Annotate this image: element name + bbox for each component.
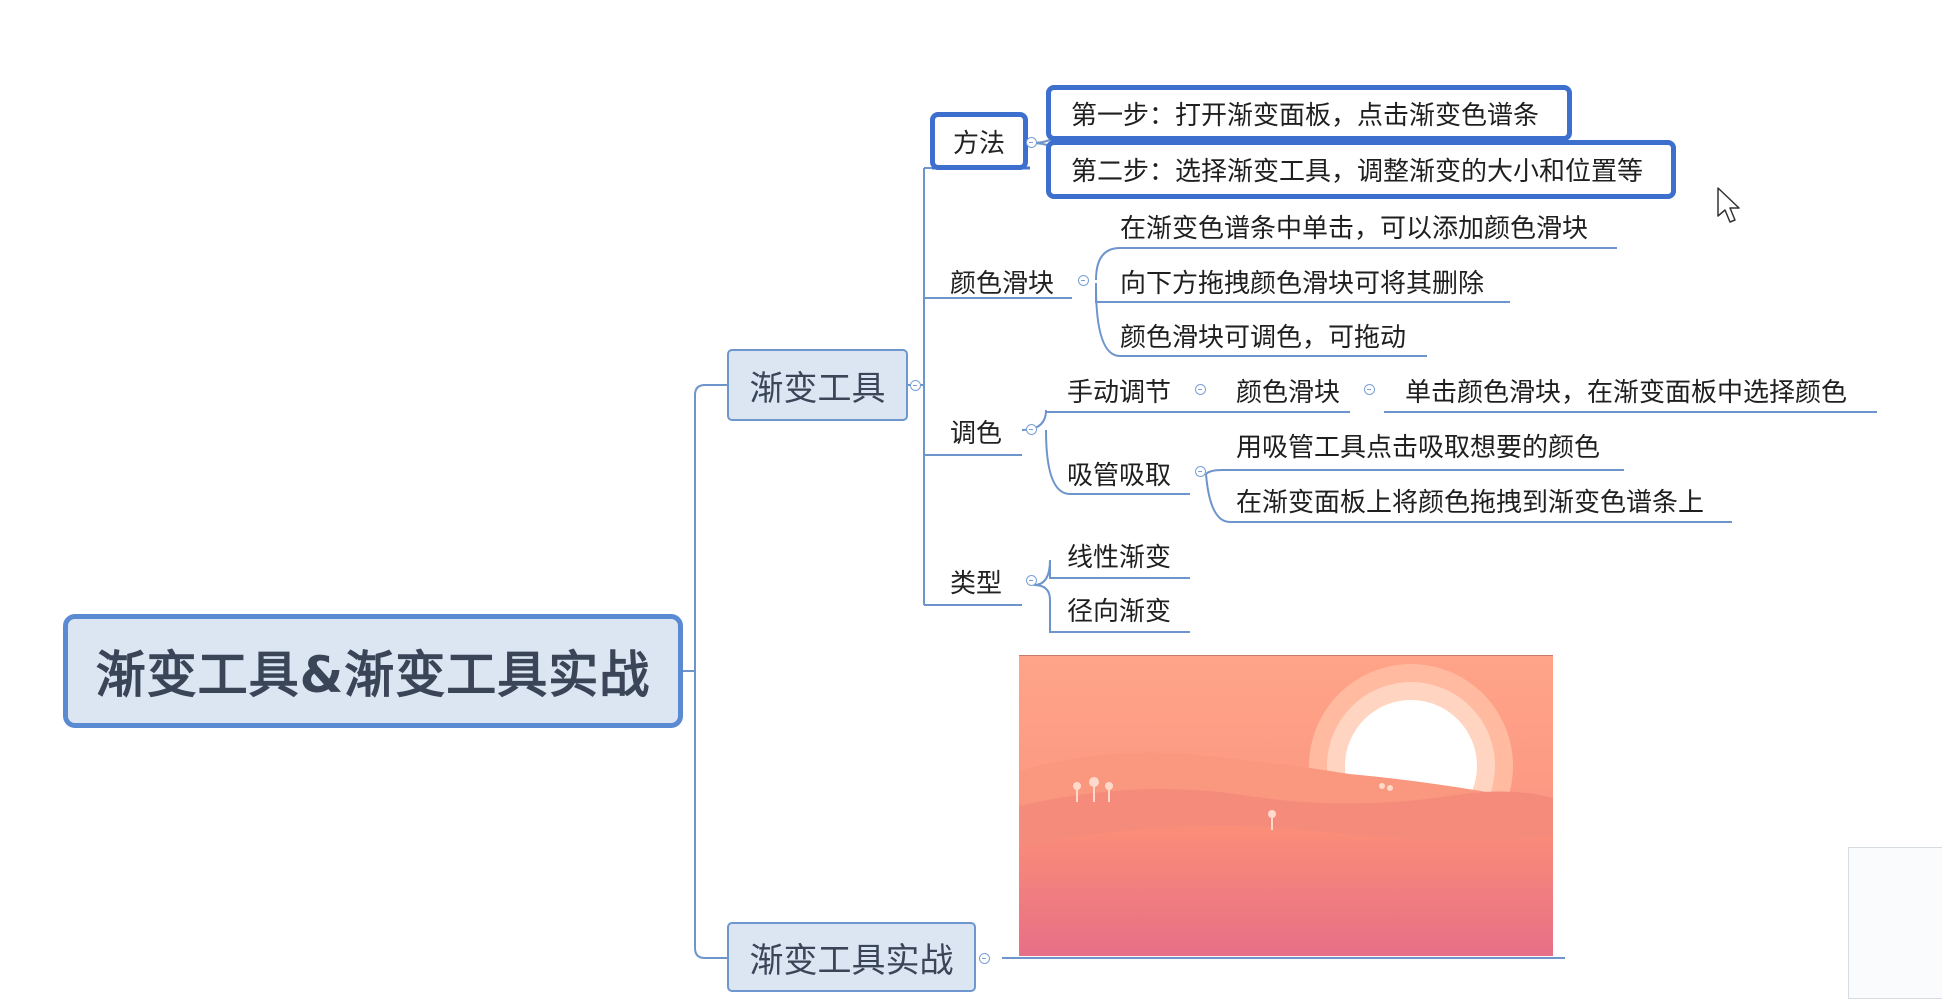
tone-manual-slider[interactable]: 颜色滑块 [1236,378,1341,408]
method-step-1-label: 第一步：打开渐变面板，点击渐变色谱条 [1071,100,1540,131]
method-step-1[interactable]: 第一步：打开渐变面板，点击渐变色谱条 [1046,85,1572,141]
collapse-toggle-icon[interactable] [1195,384,1206,395]
collapse-toggle-icon[interactable] [910,380,921,391]
tone-manual-detail[interactable]: 单击颜色滑块，在渐变面板中选择颜色 [1405,378,1848,408]
subtopic-method[interactable]: 方法 [930,112,1028,170]
collapse-toggle-icon[interactable] [1078,275,1089,286]
color-slider-item-2[interactable]: 向下方拖拽颜色滑块可将其删除 [1120,269,1485,299]
subtopic-type[interactable]: 类型 [950,569,1003,599]
tone-eyedropper[interactable]: 吸管吸取 [1067,461,1172,491]
eyedropper-item-2[interactable]: 在渐变面板上将颜色拖拽到渐变色谱条上 [1236,488,1705,518]
root-topic[interactable]: 渐变工具&渐变工具实战 [63,614,683,728]
topic-gradient-tool-label: 渐变工具 [749,368,886,409]
subtopic-color-slider[interactable]: 颜色滑块 [950,269,1055,299]
sunset-gradient-image [1019,655,1553,956]
collapse-toggle-icon[interactable] [1195,466,1206,477]
collapse-toggle-icon[interactable] [979,953,990,964]
color-slider-item-3[interactable]: 颜色滑块可调色，可拖动 [1120,323,1407,353]
topic-gradient-practice[interactable]: 渐变工具实战 [727,922,976,992]
tone-manual[interactable]: 手动调节 [1067,378,1172,408]
color-slider-item-1[interactable]: 在渐变色谱条中单击，可以添加颜色滑块 [1120,214,1589,244]
collapse-toggle-icon[interactable] [1026,575,1037,586]
eyedropper-item-1[interactable]: 用吸管工具点击吸取想要的颜色 [1236,433,1601,463]
root-topic-label: 渐变工具&渐变工具实战 [95,646,651,704]
subtopic-method-label: 方法 [952,128,1005,159]
mouse-cursor-icon [1717,187,1740,223]
side-panel-edge [1848,847,1942,999]
method-step-2[interactable]: 第二步：选择渐变工具，调整渐变的大小和位置等 [1046,140,1676,199]
type-radial[interactable]: 径向渐变 [1067,597,1172,627]
collapse-toggle-icon[interactable] [1026,137,1037,148]
topic-gradient-tool[interactable]: 渐变工具 [727,349,908,421]
collapse-toggle-icon[interactable] [1026,424,1037,435]
collapse-toggle-icon[interactable] [1364,384,1375,395]
type-linear[interactable]: 线性渐变 [1067,543,1172,573]
topic-gradient-practice-label: 渐变工具实战 [749,940,954,981]
subtopic-tone[interactable]: 调色 [950,419,1003,449]
method-step-2-label: 第二步：选择渐变工具，调整渐变的大小和位置等 [1071,157,1644,187]
